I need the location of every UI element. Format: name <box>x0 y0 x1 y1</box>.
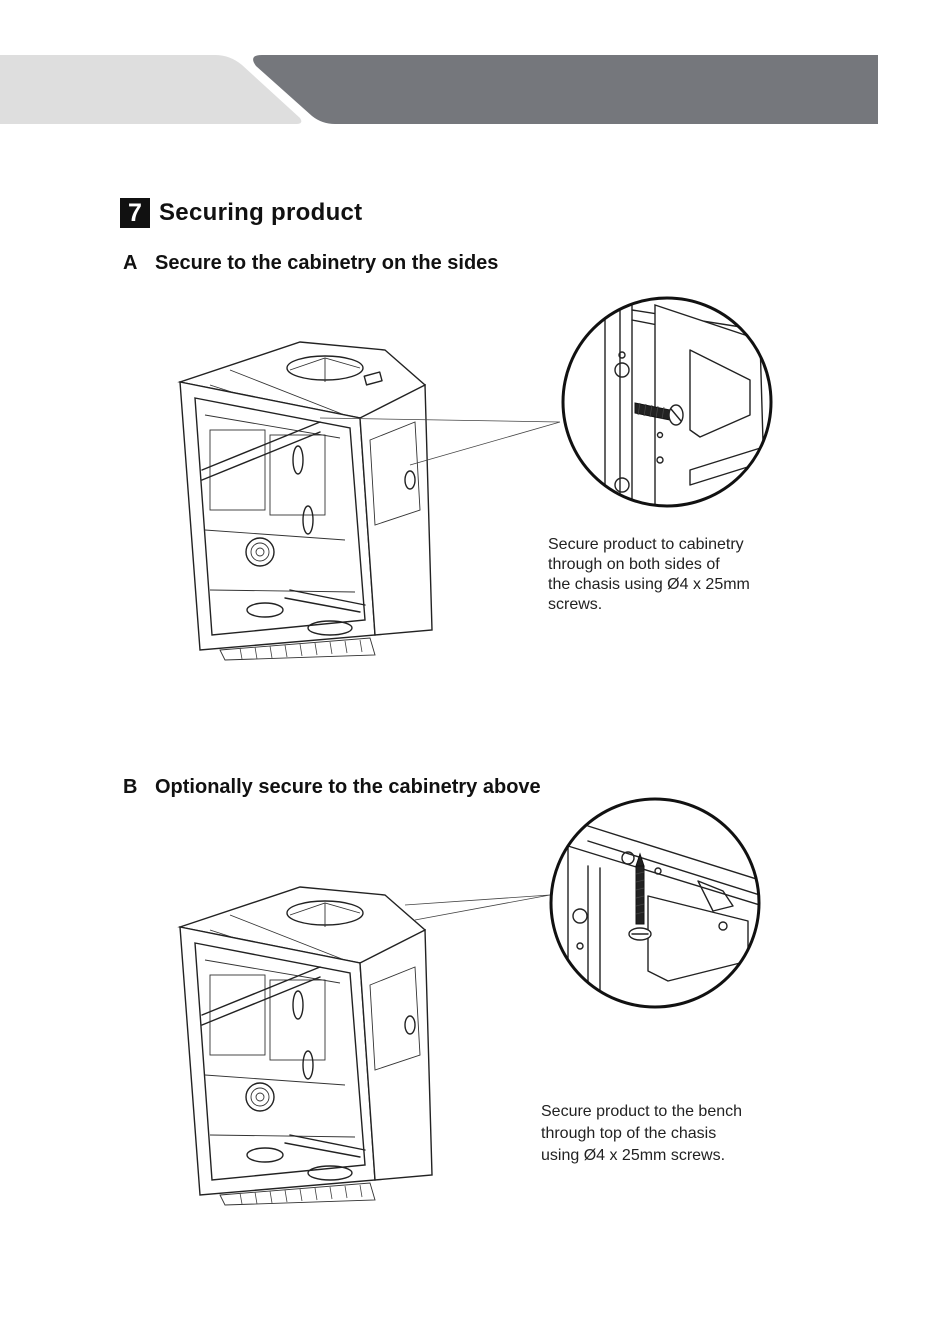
dishwasher-illustration <box>170 330 440 660</box>
header-band-dark <box>253 55 878 124</box>
part-a-letter: A <box>123 252 155 275</box>
part-a-caption: Secure product to cabinetry through on b… <box>548 535 788 615</box>
screw-detail-magnifier-b <box>548 796 763 1011</box>
header-band <box>0 0 933 140</box>
part-a-heading: A Secure to the cabinetry on the sides <box>123 252 498 275</box>
step-number-badge: 7 <box>120 198 150 228</box>
screw-detail-magnifier-a <box>560 295 775 510</box>
part-b-heading-text: Optionally secure to the cabinetry above <box>155 776 541 799</box>
part-b-heading: B Optionally secure to the cabinetry abo… <box>123 776 541 799</box>
part-b-caption: Secure product to the bench through top … <box>541 1101 791 1167</box>
part-a-heading-text: Secure to the cabinetry on the sides <box>155 252 498 275</box>
dishwasher-illustration-b <box>170 875 440 1205</box>
part-b-letter: B <box>123 776 155 799</box>
page-title: Securing product <box>159 199 362 227</box>
section-title: 7 Securing product <box>120 198 362 228</box>
